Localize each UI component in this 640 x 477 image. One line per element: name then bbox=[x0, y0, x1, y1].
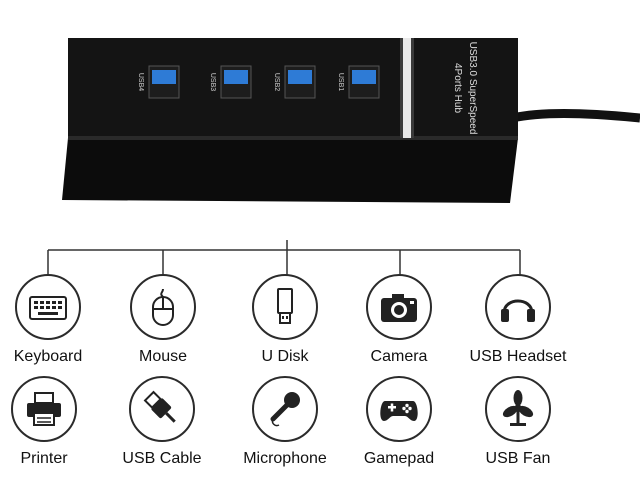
device-usb-headset: USB Headset bbox=[463, 274, 573, 366]
usb-cable-icon bbox=[129, 376, 195, 442]
device-label: USB Headset bbox=[469, 348, 567, 365]
device-printer: Printer bbox=[0, 376, 99, 468]
device-usb-fan: USB Fan bbox=[463, 376, 573, 468]
usb-port-2 bbox=[284, 65, 316, 99]
device-label: Camera bbox=[370, 348, 428, 365]
device-label: USB Fan bbox=[485, 450, 551, 467]
device-keyboard: Keyboard bbox=[0, 274, 103, 366]
product-label-line1: USB3.0 SuperSpeed bbox=[467, 42, 478, 135]
fan-icon bbox=[485, 376, 551, 442]
headset-icon bbox=[485, 274, 551, 340]
device-camera: Camera bbox=[344, 274, 454, 366]
usb-port-1 bbox=[348, 65, 380, 99]
port-label: USB2 bbox=[273, 73, 280, 91]
port-label: USB1 bbox=[337, 73, 344, 91]
usb-port-3 bbox=[220, 65, 252, 99]
usb-hub-image: USB4 USB3 USB2 USB1 USB3.0 SuperSpeed 4P… bbox=[62, 38, 640, 203]
device-label: Gamepad bbox=[363, 450, 435, 467]
microphone-icon bbox=[252, 376, 318, 442]
device-mouse: Mouse bbox=[108, 274, 218, 366]
usb-port-4 bbox=[148, 65, 180, 99]
camera-icon bbox=[366, 274, 432, 340]
port-label: USB3 bbox=[209, 73, 216, 91]
device-label: Microphone bbox=[243, 450, 327, 467]
usb-drive-icon bbox=[252, 274, 318, 340]
product-label-line2: 4Ports Hub bbox=[452, 63, 463, 113]
device-label: Mouse bbox=[138, 348, 188, 365]
printer-icon bbox=[11, 376, 77, 442]
device-usb-cable: USB Cable bbox=[107, 376, 217, 468]
device-label: U Disk bbox=[261, 348, 309, 365]
mouse-icon bbox=[130, 274, 196, 340]
port-label: USB4 bbox=[137, 73, 144, 91]
device-label: USB Cable bbox=[122, 450, 202, 467]
keyboard-icon bbox=[15, 274, 81, 340]
device-u-disk: U Disk bbox=[230, 274, 340, 366]
gamepad-icon bbox=[366, 376, 432, 442]
connector-lines bbox=[47, 240, 521, 275]
device-label: Keyboard bbox=[13, 348, 83, 365]
device-label: Printer bbox=[20, 450, 68, 467]
device-gamepad: Gamepad bbox=[344, 376, 454, 468]
device-microphone: Microphone bbox=[230, 376, 340, 468]
